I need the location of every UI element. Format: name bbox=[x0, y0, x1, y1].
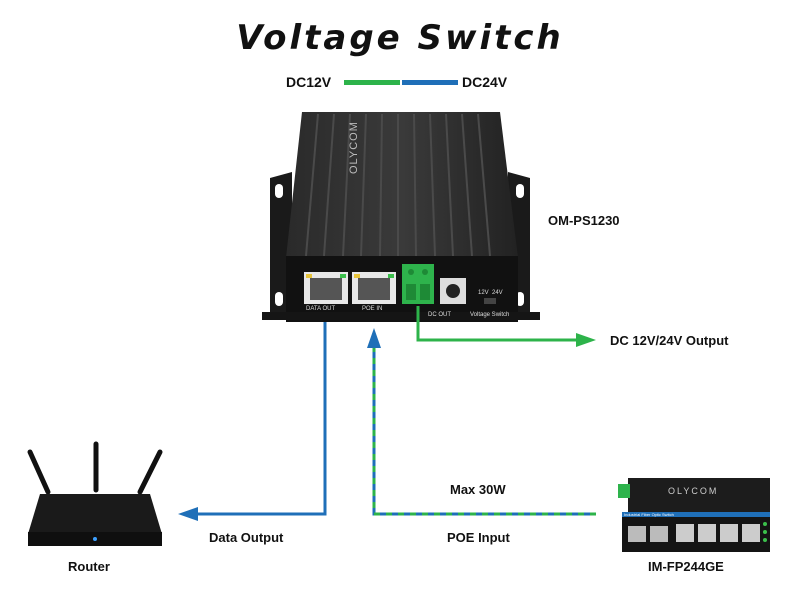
voltage-switch-label: Voltage Switch bbox=[470, 312, 510, 318]
switch-24v-label: 24V bbox=[492, 290, 503, 296]
dc-output-label: DC 12V/24V Output bbox=[610, 333, 729, 348]
device-brand-logo: OLYCOM bbox=[348, 121, 360, 174]
switch-caption: Industrial Fiber Optic Switch bbox=[624, 512, 674, 517]
port-poe-in-label: POE IN bbox=[362, 306, 383, 312]
switch-12v-label: 12V bbox=[478, 290, 489, 296]
data-output-label: Data Output bbox=[209, 530, 284, 545]
poe-input-label: POE Input bbox=[447, 530, 510, 545]
dc-output-line bbox=[416, 306, 578, 342]
data-output-line bbox=[196, 322, 327, 516]
poe-input-line-green bbox=[372, 346, 596, 516]
poe-splitter-device bbox=[262, 112, 540, 322]
poe-input-arrow bbox=[367, 328, 381, 348]
voltage-toggle bbox=[484, 298, 496, 304]
switch-brand-logo: OLYCOM bbox=[668, 486, 719, 496]
legend-dc24v-label: DC24V bbox=[462, 74, 508, 90]
router-device bbox=[27, 441, 163, 546]
device-model-label: OM-PS1230 bbox=[548, 213, 620, 228]
max-power-label: Max 30W bbox=[450, 482, 506, 497]
port-data-out-label: DATA OUT bbox=[306, 306, 336, 312]
port-dc-out-label: DC OUT bbox=[428, 312, 451, 318]
industrial-switch-device bbox=[618, 478, 770, 552]
dc-output-arrow bbox=[576, 333, 596, 347]
switch-model-label: IM-FP244GE bbox=[648, 559, 724, 574]
data-output-arrow bbox=[178, 507, 198, 521]
router-label: Router bbox=[68, 559, 110, 574]
diagram-title: Voltage Switch bbox=[236, 18, 564, 58]
legend-blue-bar bbox=[402, 80, 458, 85]
legend-green-bar bbox=[344, 80, 400, 85]
legend-dc12v-label: DC12V bbox=[286, 74, 332, 90]
